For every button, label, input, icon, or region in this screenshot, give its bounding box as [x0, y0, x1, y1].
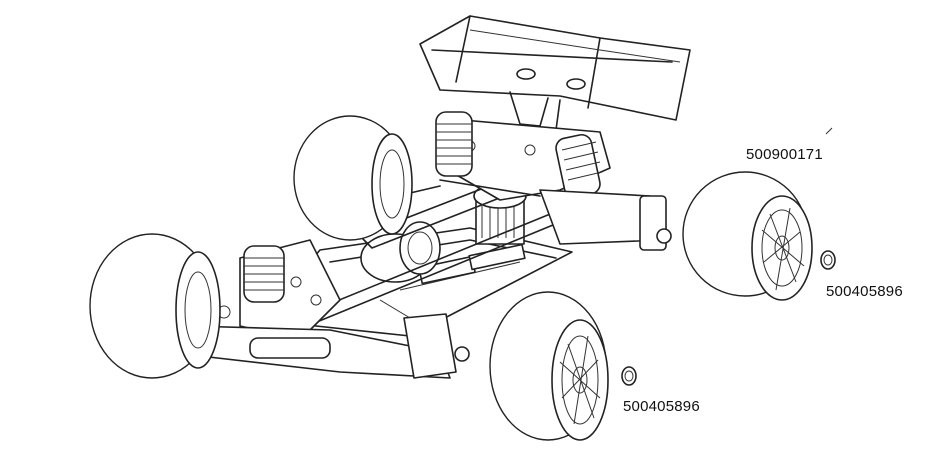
wheel-front-left [89, 233, 221, 379]
wheel-nut-right [820, 250, 836, 270]
front-shock-tower [239, 239, 341, 341]
part-number-callout-top-right: 500900171 [746, 146, 823, 163]
wheel-nut-bottom [621, 366, 637, 386]
wheel-front-right [489, 291, 609, 441]
rear-shock-tower [435, 111, 611, 201]
part-number-callout-right: 500405896 [826, 283, 903, 300]
wheel-rear-left [293, 115, 413, 241]
rear-suspension [379, 179, 672, 251]
rear-wing [419, 15, 691, 131]
wheel-rear-right [682, 171, 813, 301]
leader-mark-top-right [825, 127, 833, 135]
front-suspension [189, 305, 470, 379]
part-number-callout-bottom: 500405896 [623, 398, 700, 415]
